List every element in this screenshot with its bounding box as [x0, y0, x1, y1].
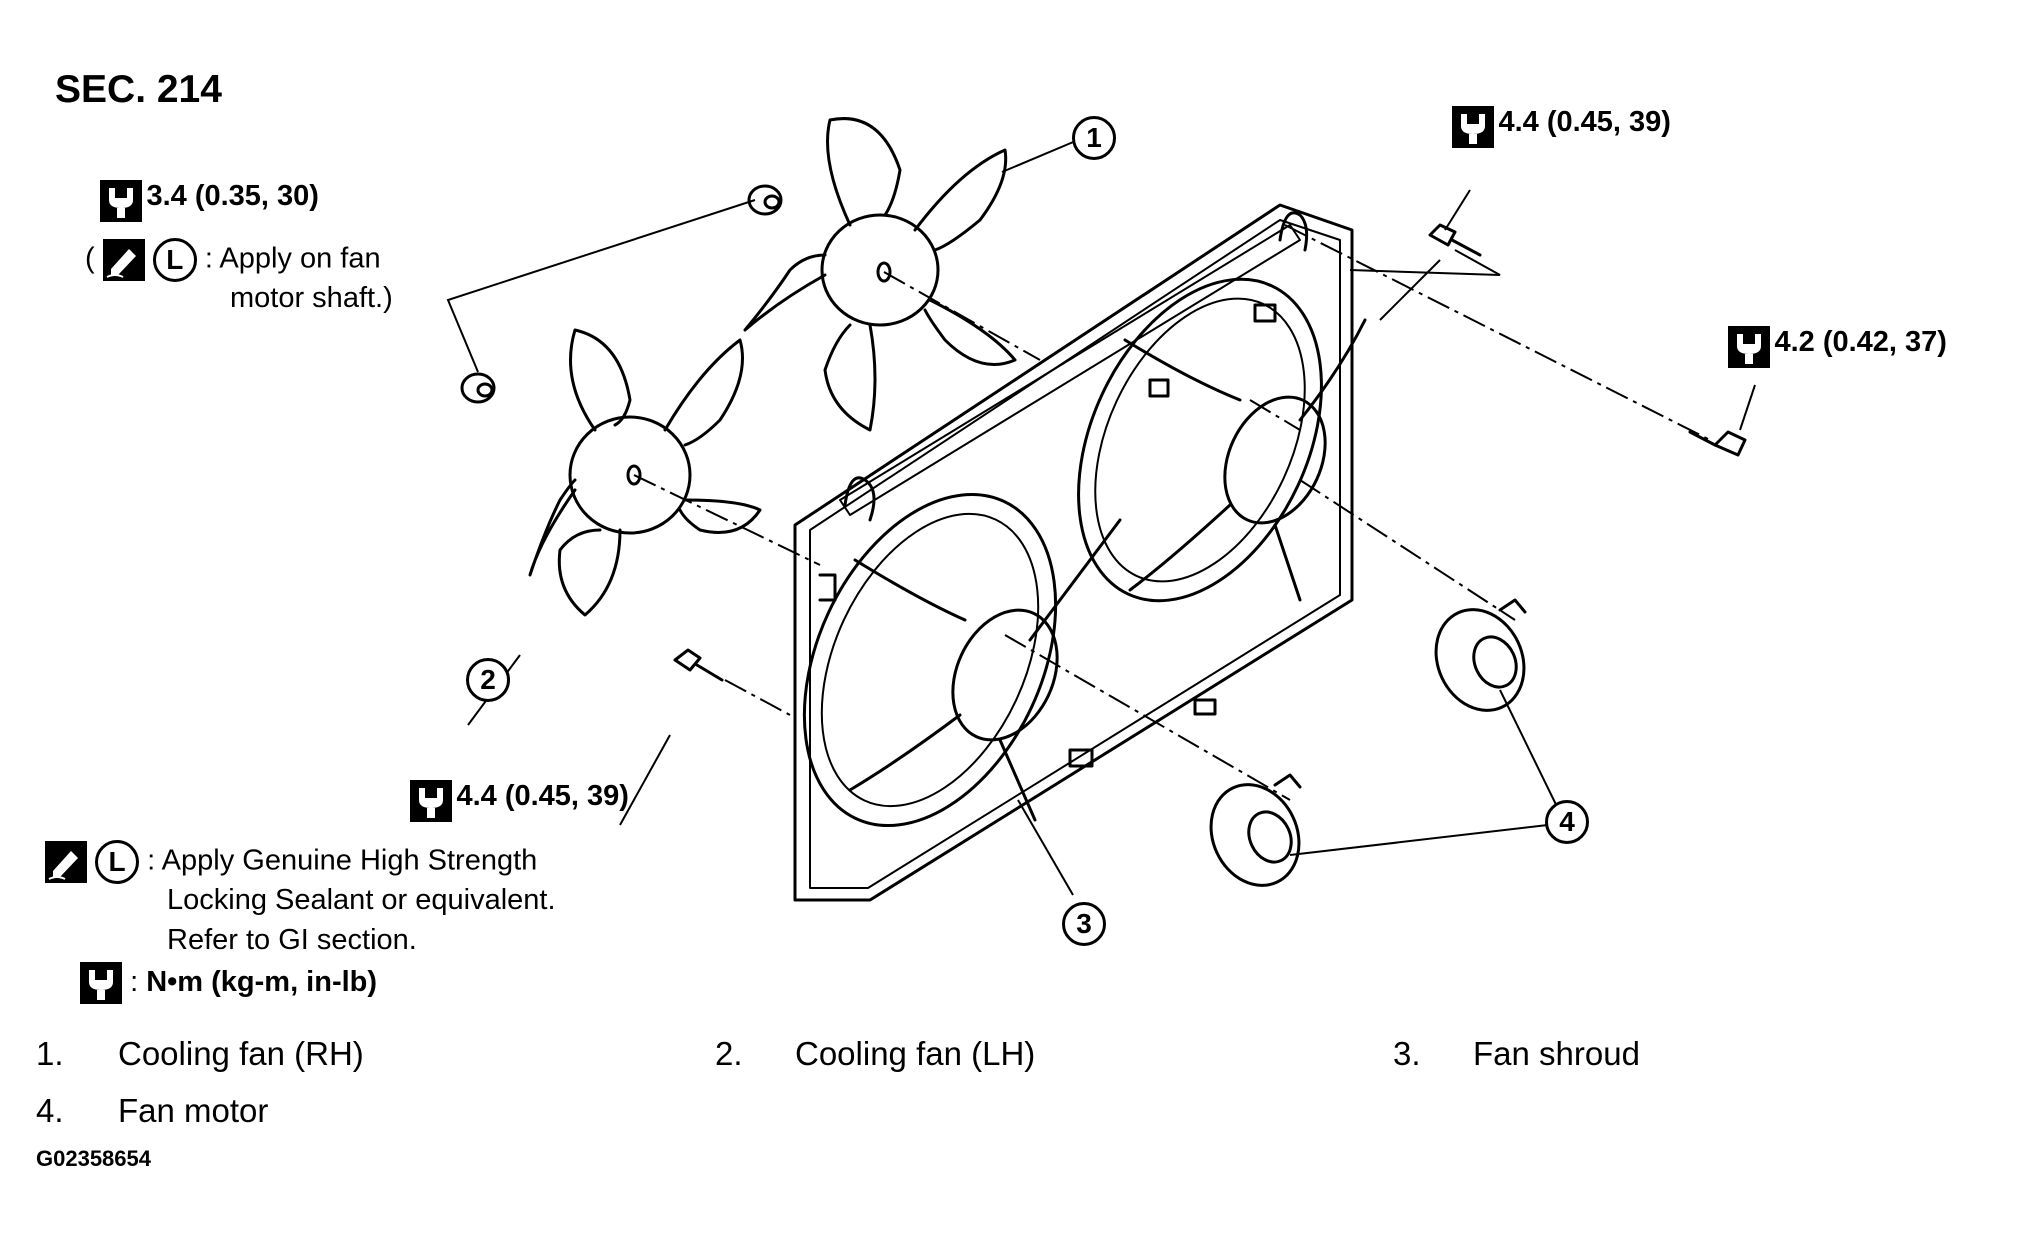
torque-wrench-icon [1452, 106, 1494, 148]
units-note: : N•m (kg-m, in-lb) [80, 962, 378, 1005]
callout-4: 4 [1545, 800, 1589, 844]
units-note-colon: : [130, 966, 139, 998]
fan-nut-upper [747, 184, 783, 216]
figure-code: G02358654 [36, 1146, 151, 1171]
callout-1: 1 [1072, 116, 1116, 160]
units-note-text: N•m (kg-m, in-lb) [146, 966, 378, 998]
torque-value-nut: 3.4 (0.35, 30) [146, 180, 319, 213]
legend-num-3: 3. [1393, 1035, 1421, 1072]
shaft-note: ( L : Apply on fan [85, 238, 381, 282]
section-title: SEC. 214 [55, 68, 222, 111]
callout-2: 2 [466, 658, 510, 702]
cooling-fan-rh [743, 117, 1017, 432]
fan-motor-upper [1434, 598, 1527, 712]
sealant-applicator-icon [45, 841, 87, 883]
torque-spec-nut: 3.4 (0.35, 30) [100, 180, 319, 222]
legend-label-1: Cooling fan (RH) [118, 1035, 364, 1072]
legend-num-2: 2. [715, 1035, 743, 1072]
shaft-note-line2: motor shaft.) [230, 282, 393, 314]
torque-spec-upper-bolt: 4.4 (0.45, 39) [1452, 106, 1671, 148]
bolt-upper-right [1428, 223, 1482, 257]
legend-label-3: Fan shroud [1473, 1035, 1640, 1072]
torque-wrench-icon [410, 780, 452, 822]
sealant-note-colon: : [147, 844, 156, 877]
bolt-right [1688, 430, 1747, 457]
sealant-note-line3: Refer to GI section. [167, 924, 417, 956]
torque-value-right-bolt: 4.2 (0.42, 37) [1774, 326, 1947, 359]
torque-spec-lower-bolt: 4.4 (0.45, 39) [410, 780, 629, 822]
legend-num-1: 1. [36, 1035, 64, 1072]
sealant-applicator-icon [102, 239, 145, 281]
sealant-note-line2: Locking Sealant or equivalent. [167, 884, 556, 916]
callout-3: 3 [1062, 902, 1106, 946]
torque-value-upper-bolt: 4.4 (0.45, 39) [1498, 106, 1671, 139]
shaft-note-colon: : [204, 242, 213, 275]
torque-wrench-icon [1728, 326, 1770, 368]
torque-spec-right-bolt: 4.2 (0.42, 37) [1728, 326, 1947, 368]
legend-label-4: Fan motor [118, 1092, 269, 1129]
fan-motor-lower [1209, 773, 1302, 887]
torque-wrench-icon [80, 962, 122, 1005]
shaft-note-open: ( [85, 242, 95, 275]
shaft-note-line1: Apply on fan [219, 242, 381, 275]
torque-value-lower-bolt: 4.4 (0.45, 39) [456, 780, 629, 813]
torque-wrench-icon [100, 180, 142, 222]
cooling-fan-lh [528, 328, 762, 617]
sealant-note-line1: Apply Genuine High Strength [161, 844, 538, 877]
locking-sealant-l-icon: L [152, 238, 197, 282]
legend-label-2: Cooling fan (LH) [795, 1035, 1036, 1072]
bolt-lower-left [673, 648, 724, 682]
legend-num-4: 4. [36, 1092, 64, 1129]
fan-shroud [793, 203, 1367, 902]
sealant-note: L : Apply Genuine High Strength [45, 840, 537, 884]
fan-nut-lower [460, 372, 496, 404]
locking-sealant-l-icon: L [95, 840, 140, 884]
